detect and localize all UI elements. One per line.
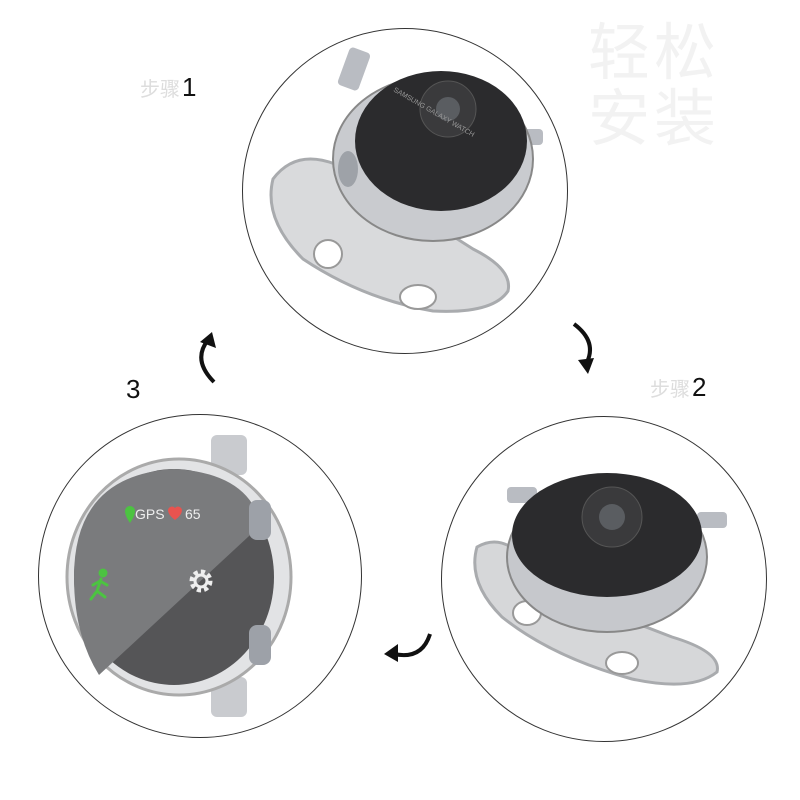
step-prefix: 步骤 [140, 79, 180, 101]
location-pin-icon [125, 506, 135, 523]
step-number: 1 [182, 72, 197, 102]
bumper-case [269, 157, 511, 313]
step-3-label: 3 [126, 374, 140, 405]
step-3-image: GPS 65 [38, 414, 362, 738]
curved-arrow-icon [572, 322, 594, 374]
running-icon [89, 568, 109, 601]
step-2-image [441, 416, 767, 742]
curved-arrow-icon [384, 633, 432, 662]
step-prefix: 步骤 [650, 379, 690, 401]
heart-rate: 65 [185, 506, 201, 522]
gps-status: GPS 65 [125, 506, 201, 523]
watermark: 轻松安装 [588, 20, 768, 152]
watch-body: SAMSUNG GALAXY WATCH [332, 47, 543, 242]
step-2-label: 步骤2 [650, 372, 706, 403]
gps-label: GPS [135, 506, 165, 522]
step-1-label: 步骤1 [140, 72, 196, 103]
heart-icon [168, 506, 182, 520]
curved-arrow-icon [199, 332, 216, 384]
step-number: 3 [126, 374, 141, 404]
step-1-image: SAMSUNG GALAXY WATCH [242, 28, 568, 354]
watermark-text: 轻松安装 [588, 16, 721, 155]
settings-gear-icon [189, 569, 213, 593]
step-number: 2 [692, 372, 707, 402]
